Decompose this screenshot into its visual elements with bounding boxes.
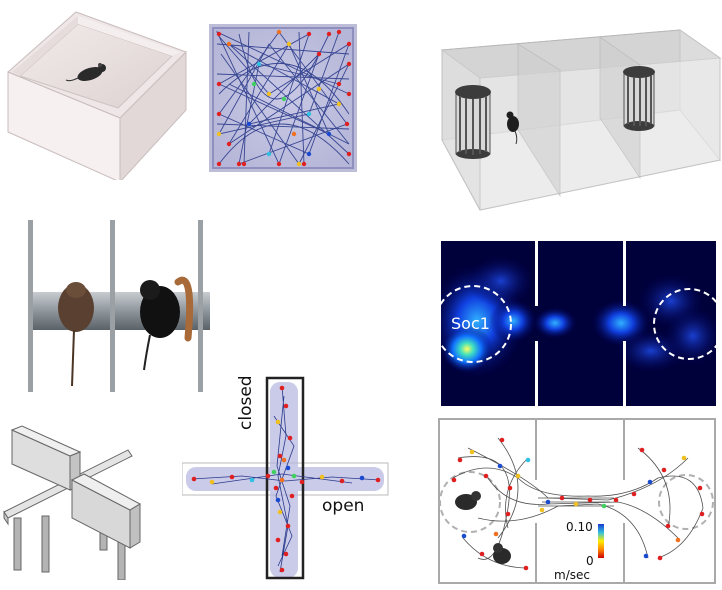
mouse-icon (493, 543, 511, 564)
speed-colorbar (598, 524, 604, 558)
rotarod-illustration (26, 220, 212, 395)
closed-arm-label: closed (236, 375, 256, 430)
elevated-plus-maze-track-plot: closed open (182, 375, 392, 582)
three-chamber-track-plot: 0.10 0 m/sec (438, 418, 716, 584)
wire-cage-icon (623, 66, 655, 131)
wire-cage-icon (455, 85, 491, 159)
open-field-track-plot (209, 24, 357, 172)
open-arm-label: open (322, 496, 365, 516)
empty-zone-circle (653, 288, 716, 360)
social-zone-label: Soc1 (451, 314, 490, 333)
mouse-icon (65, 63, 106, 82)
mouse-icon (506, 111, 519, 145)
open-field-box-illustration (0, 10, 190, 180)
mouse-icon (140, 276, 194, 371)
mouse-icon (455, 491, 481, 510)
colorbar-unit-label: m/sec (554, 568, 590, 582)
colorbar-max-label: 0.10 (566, 520, 593, 534)
elevated-plus-maze-illustration (0, 420, 160, 580)
mouse-icon (58, 282, 94, 387)
three-chamber-apparatus-illustration (440, 20, 722, 220)
social-zone-circle (441, 285, 512, 363)
three-chamber-heatmap: Soc1 (441, 241, 716, 406)
colorbar-min-label: 0 (586, 554, 594, 568)
